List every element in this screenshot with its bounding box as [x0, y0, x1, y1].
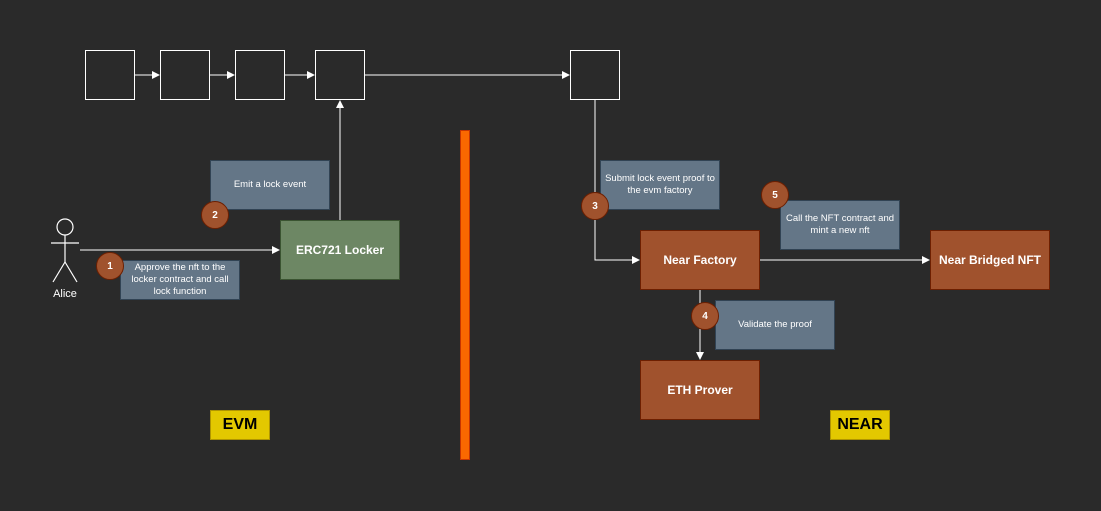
step-badge-4: 4	[691, 302, 719, 330]
step-badge-3: 3	[581, 192, 609, 220]
alice-actor-icon	[51, 218, 79, 283]
validate-note: Validate the proof	[715, 300, 835, 350]
chain-block-3	[235, 50, 285, 100]
submit-note: Submit lock event proof to the evm facto…	[600, 160, 720, 210]
near-chain-block	[570, 50, 620, 100]
chain-divider	[460, 130, 470, 460]
approve-note: Approve the nft to the locker contract a…	[120, 260, 240, 300]
step-badge-5: 5	[761, 181, 789, 209]
eth-prover-node: ETH Prover	[640, 360, 760, 420]
near-bridged-nft-node: Near Bridged NFT	[930, 230, 1050, 290]
near-region-label: NEAR	[830, 410, 890, 440]
erc721-locker-node: ERC721 Locker	[280, 220, 400, 280]
chain-block-2	[160, 50, 210, 100]
call-nft-note: Call the NFT contract and mint a new nft	[780, 200, 900, 250]
actor-label: Alice	[53, 288, 77, 300]
step-badge-2: 2	[201, 201, 229, 229]
emit-note: Emit a lock event	[210, 160, 330, 210]
block-to-factory-arrow	[594, 100, 640, 264]
near-factory-node: Near Factory	[640, 230, 760, 290]
step-badge-1: 1	[96, 252, 124, 280]
evm-region-label: EVM	[210, 410, 270, 440]
chain-block-1	[85, 50, 135, 100]
chain-block-4	[315, 50, 365, 100]
